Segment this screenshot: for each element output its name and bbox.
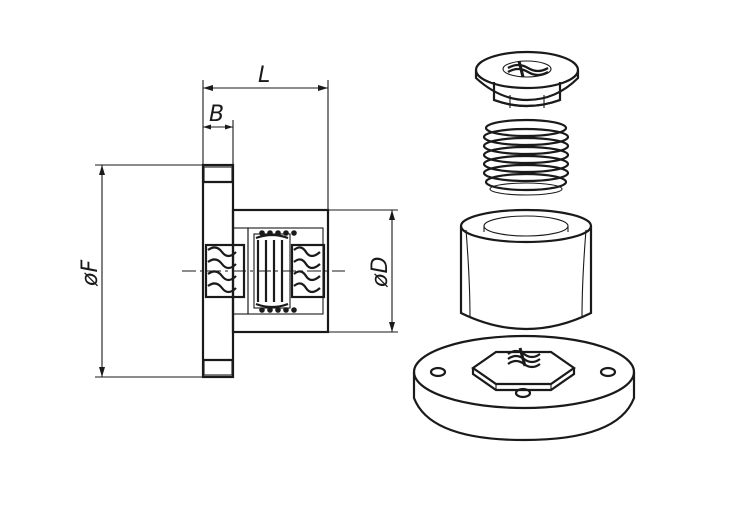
bolt-hole-left <box>429 366 447 378</box>
dimension-B: B <box>203 102 234 165</box>
spring-coils <box>259 230 297 313</box>
top-nut <box>474 50 580 108</box>
spring <box>482 118 570 196</box>
dimension-D-label: øD <box>368 257 393 288</box>
base-flange <box>412 334 636 442</box>
dimension-L-label: L <box>258 63 270 88</box>
dimension-L: L <box>202 63 329 210</box>
dimension-B-label: B <box>209 102 224 127</box>
section-view: L B øF øD <box>78 63 398 379</box>
dimension-F-label: øF <box>78 260 103 287</box>
bolt-hole-right <box>599 366 617 378</box>
exploded-view <box>412 50 636 442</box>
dimension-D: øD <box>328 209 398 333</box>
sleeve <box>459 208 593 331</box>
dimension-F: øF <box>78 164 203 378</box>
